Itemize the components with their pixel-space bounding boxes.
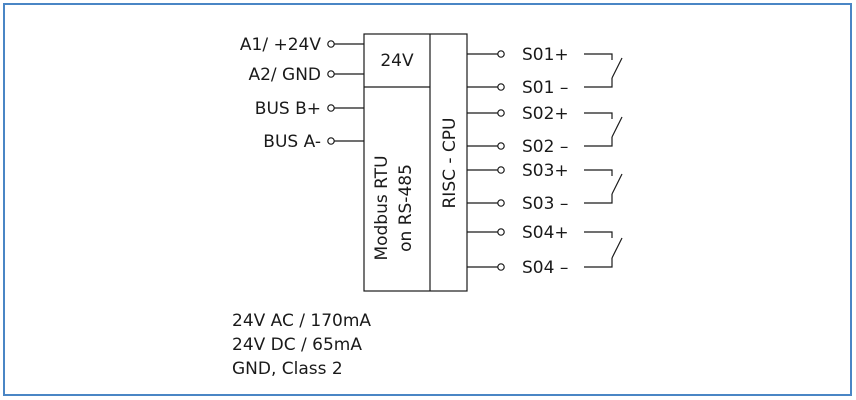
- output-label-s03-minus: S03 –: [522, 194, 568, 214]
- output-label-s04-plus: S04+: [522, 223, 569, 243]
- input-label-a2: A2/ GND: [248, 65, 321, 85]
- modbus-label-line1: Modbus RTU: [372, 155, 392, 260]
- input-label-a1: A1/ +24V: [240, 35, 321, 55]
- output-label-s03-plus: S03+: [522, 161, 569, 181]
- note-gnd-class: GND, Class 2: [232, 359, 343, 379]
- output-wires: [467, 50, 505, 271]
- note-dc-rating: 24V DC / 65mA: [232, 335, 362, 355]
- note-ac-rating: 24V AC / 170mA: [232, 311, 372, 331]
- input-label-bus-a: BUS A-: [263, 132, 321, 152]
- output-label-s01-minus: S01 –: [522, 78, 568, 98]
- input-wires: [327, 40, 364, 145]
- cpu-block-label: RISC - CPU: [440, 118, 460, 209]
- frame-border: [3, 3, 852, 396]
- output-label-s01-plus: S01+: [522, 45, 569, 65]
- output-label-s04-minus: S04 –: [522, 258, 568, 278]
- power-block-label: 24V: [380, 51, 414, 71]
- output-label-s02-minus: S02 –: [522, 137, 568, 157]
- modbus-label-line2: on RS-485: [396, 164, 416, 252]
- switch-contacts: [584, 53, 623, 268]
- module-outline: [363, 33, 468, 292]
- output-label-s02-plus: S02+: [522, 104, 569, 124]
- input-label-bus-b: BUS B+: [255, 99, 321, 119]
